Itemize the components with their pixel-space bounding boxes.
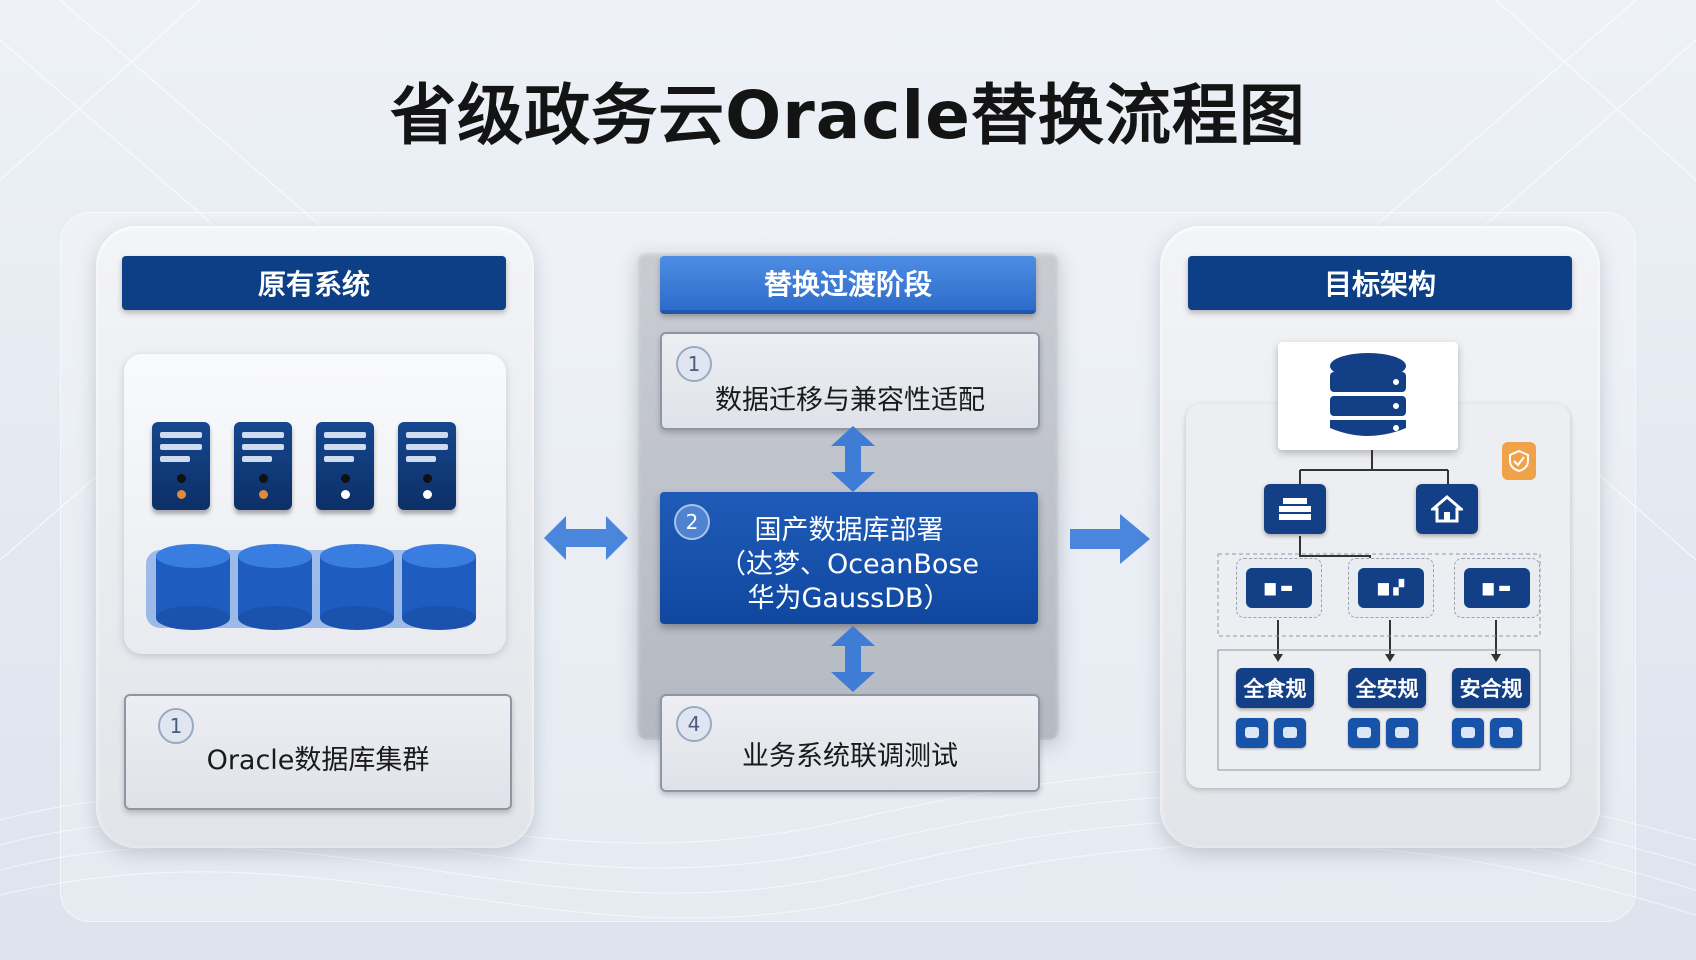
domestic-db-line2: （达梦、OceanBose — [718, 549, 980, 580]
server-icon — [234, 422, 292, 510]
module-icon — [1386, 718, 1418, 748]
database-icon — [1330, 353, 1406, 436]
module-icon — [1452, 718, 1484, 748]
original-system-panel: 原有系统 — [96, 226, 534, 848]
migration-step-label: 数据迁移与兼容性适配 — [715, 385, 985, 416]
target-architecture-panel: 目标架构 — [1160, 226, 1600, 848]
server-icon — [316, 422, 374, 510]
server-rack-icon — [1264, 484, 1326, 534]
component-node: ▆ ▞ — [1348, 558, 1434, 618]
integration-test-label: 业务系统联调测试 — [742, 741, 958, 772]
compliance-group-2: 全安规 — [1348, 668, 1426, 708]
server-icon — [152, 422, 210, 510]
integration-test-box: 4 业务系统联调测试 — [660, 694, 1040, 792]
connector-lines — [1217, 450, 1541, 771]
module-icon — [1490, 718, 1522, 748]
migration-step-box: 1 数据迁移与兼容性适配 — [660, 332, 1040, 430]
component-node: ▆ ▬ — [1236, 558, 1322, 618]
step-number-badge: 4 — [676, 706, 712, 742]
security-shield-icon — [1502, 442, 1536, 480]
compliance-group-1: 全食规 — [1236, 668, 1314, 708]
step-number-badge: 1 — [158, 708, 194, 744]
vertical-arrow-icon — [831, 626, 875, 692]
step-number-badge: 1 — [676, 346, 712, 382]
server-icon — [398, 422, 456, 510]
domestic-db-line1: 国产数据库部署 — [754, 515, 944, 546]
step-number-badge: 2 — [674, 504, 710, 540]
original-system-header: 原有系统 — [122, 256, 506, 310]
oracle-cluster-label: Oracle数据库集群 — [206, 745, 430, 776]
compliance-group-3: 安合规 — [1452, 668, 1530, 708]
home-icon — [1416, 484, 1478, 534]
transition-stage-header: 替换过渡阶段 — [660, 256, 1036, 314]
page-title: 省级政务云Oracle替换流程图 — [390, 77, 1306, 154]
component-node: ▆ ▬ — [1454, 558, 1540, 618]
bidirectional-arrow-icon — [544, 516, 628, 560]
target-architecture-header: 目标架构 — [1188, 256, 1572, 310]
module-icon — [1236, 718, 1268, 748]
module-icon — [1348, 718, 1380, 748]
central-database-card — [1278, 342, 1458, 450]
domestic-db-line3: 华为GaussDB） — [747, 583, 951, 614]
right-arrow-icon — [1070, 514, 1150, 564]
domestic-db-deployment-box: 2 国产数据库部署 （达梦、OceanBose 华为GaussDB） — [660, 492, 1038, 624]
module-icon — [1274, 718, 1306, 748]
server-cluster-card — [124, 354, 506, 654]
oracle-cluster-box: 1 Oracle数据库集群 — [124, 694, 512, 810]
database-cylinders-icon — [146, 544, 476, 630]
vertical-arrow-icon — [831, 426, 875, 492]
